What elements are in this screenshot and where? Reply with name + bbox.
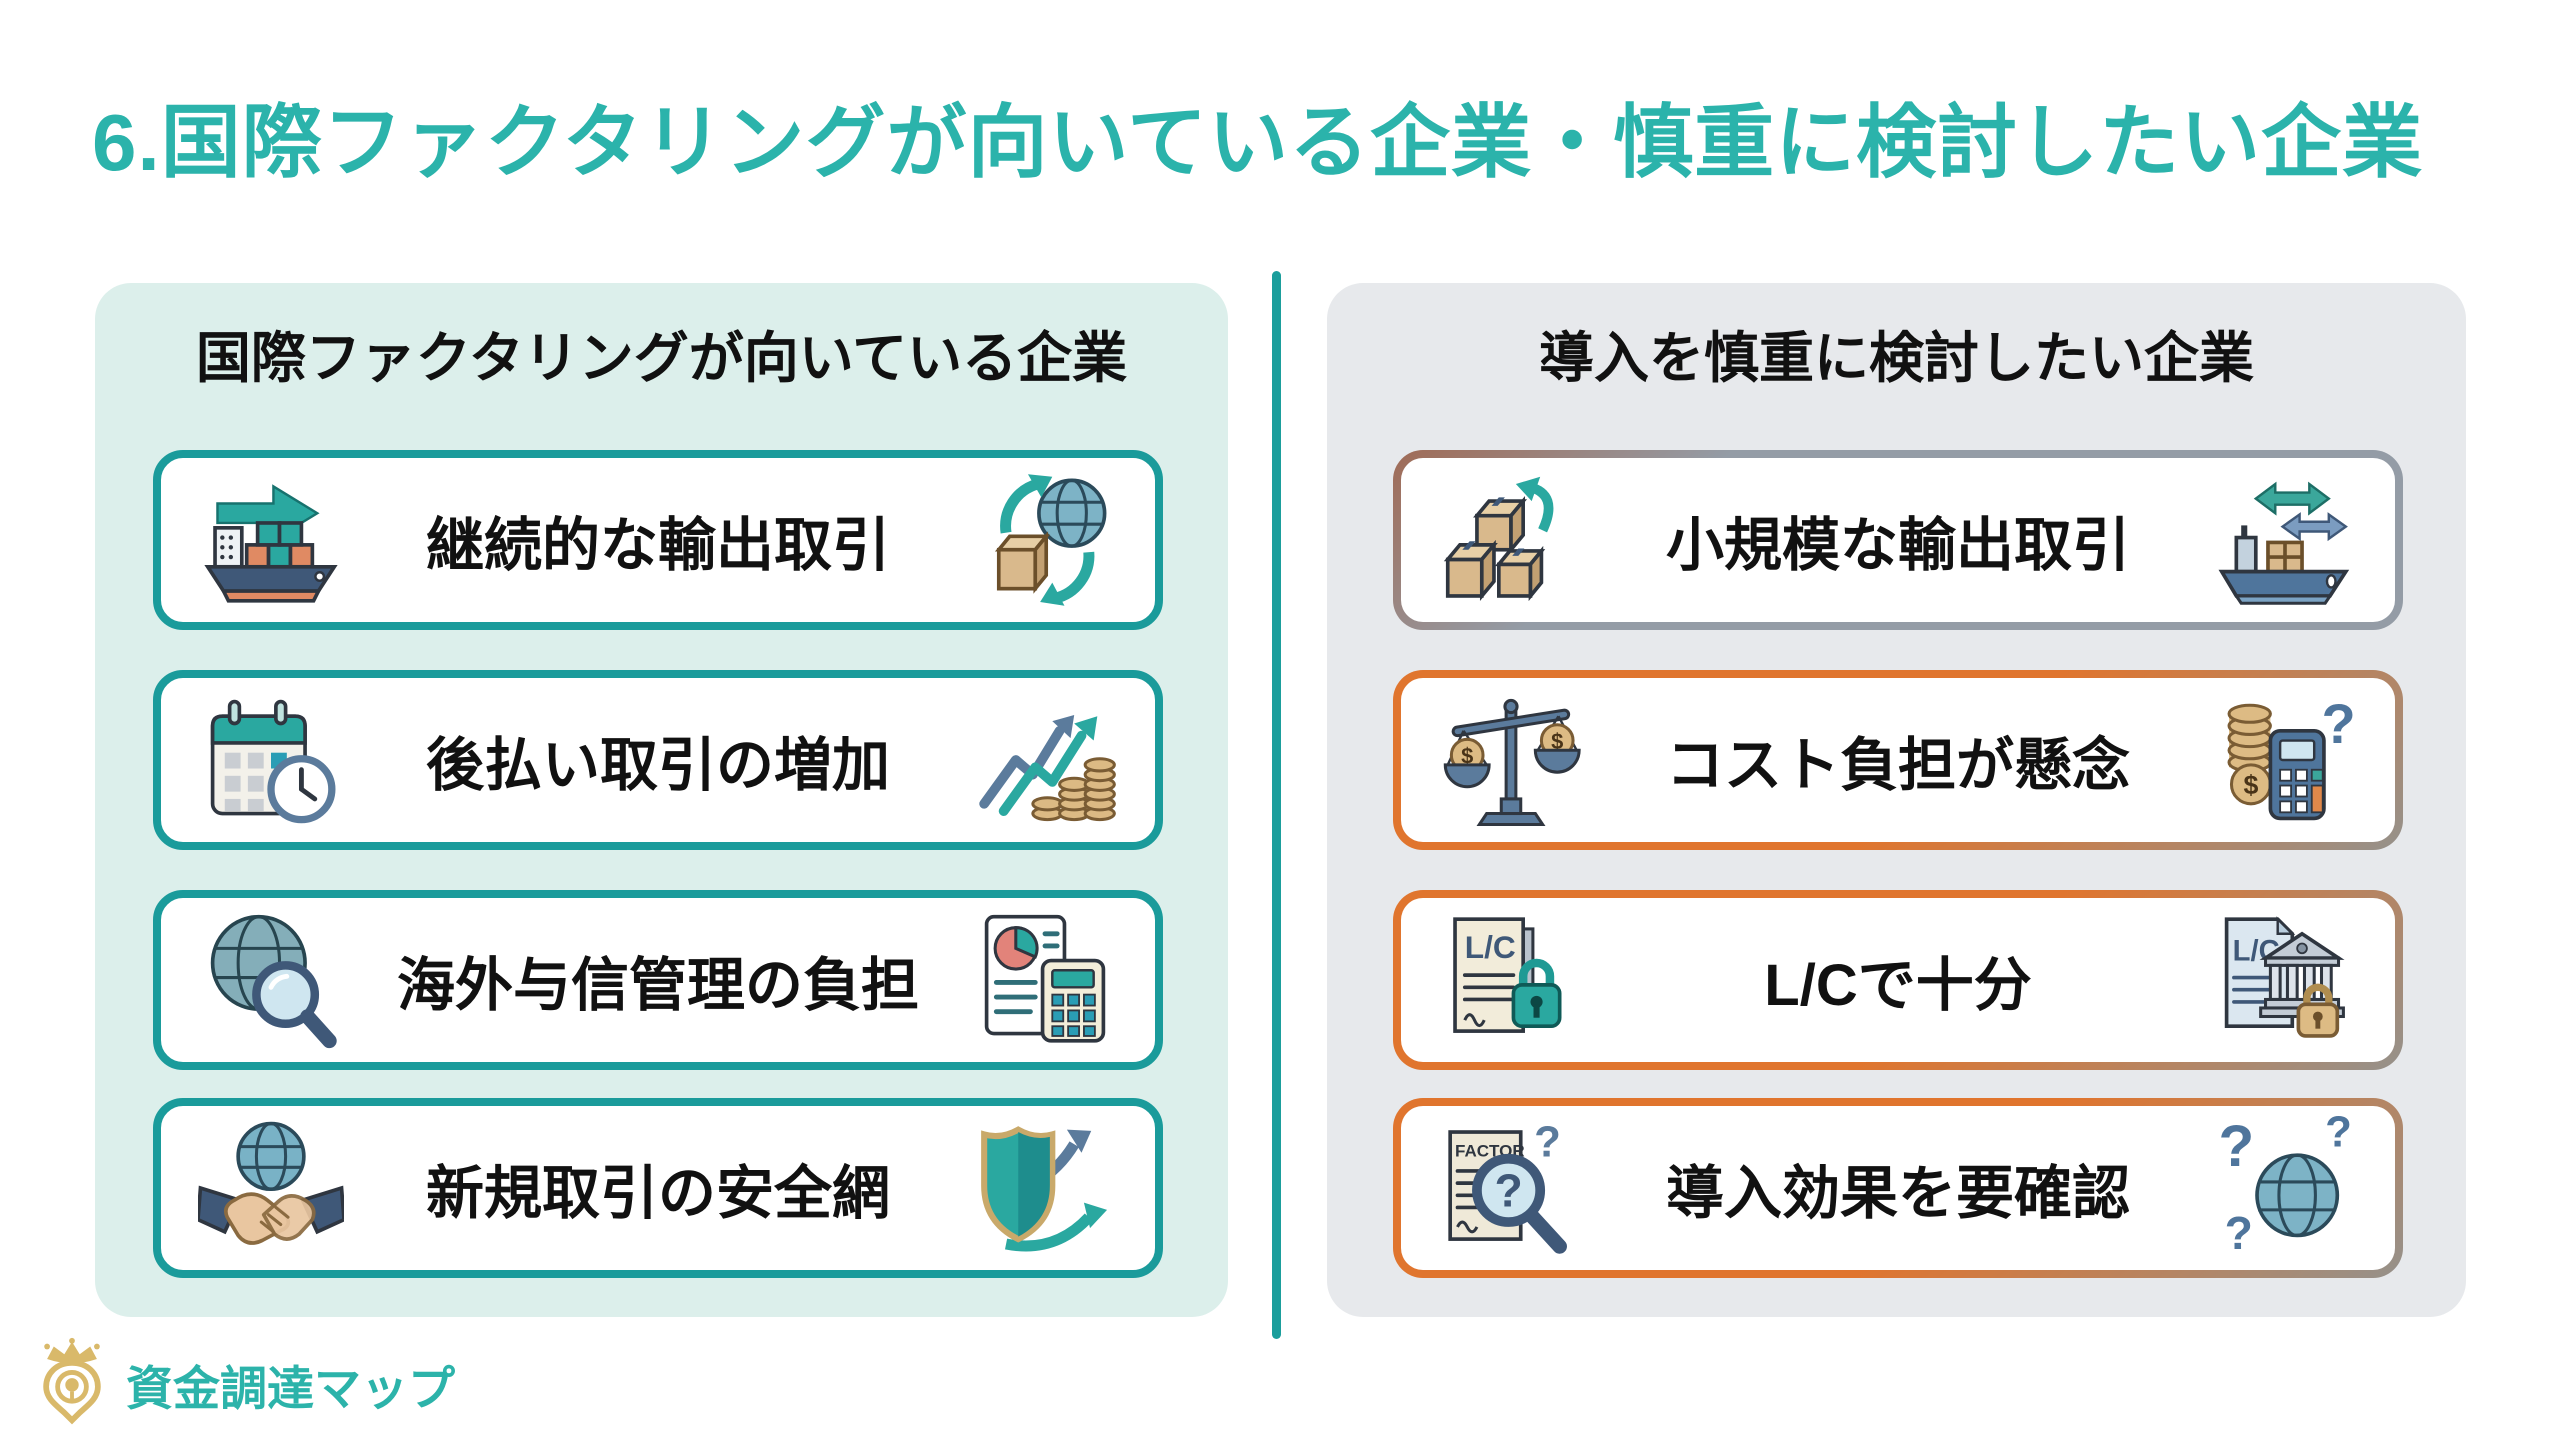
svg-text:?: ? — [2218, 1115, 2254, 1179]
ship-bidirectional-arrows-icon — [2209, 466, 2361, 614]
lc-document-lock-icon: L/C — [1435, 906, 1587, 1054]
shield-growth-icon — [969, 1114, 1121, 1262]
coins-calculator-question-icon: $ ? — [2209, 686, 2361, 834]
svg-text:$: $ — [2243, 770, 2258, 800]
card-label: L/Cで十分 — [1764, 953, 2032, 1018]
card-label: 海外与信管理の負担 — [396, 953, 919, 1018]
suitable-panel-header: 国際ファクタリングが向いている企業 — [195, 327, 1128, 389]
card-label: 導入効果を要確認 — [1665, 1161, 2130, 1226]
card-label: 小規模な輸出取引 — [1665, 513, 2130, 578]
svg-text:?: ? — [1494, 1164, 1522, 1216]
card-label: 新規取引の安全網 — [425, 1161, 890, 1226]
cargo-ship-export-icon — [195, 466, 347, 614]
card-overseas-credit: 海外与信管理の負担 — [153, 890, 1163, 1070]
svg-text:$: $ — [1461, 744, 1473, 769]
svg-text:?: ? — [2325, 1115, 2352, 1157]
balance-scale-dollar-icon: $ $ — [1435, 686, 1587, 834]
svg-text:L/C: L/C — [1465, 929, 1516, 965]
boxes-return-icon — [1435, 466, 1587, 614]
caution-panel-header: 導入を慎重に検討したい企業 — [1538, 327, 2254, 389]
report-calculator-icon — [969, 906, 1121, 1054]
page-title: 6.国際ファクタリングが向いている企業・慎重に検討したい企業 — [92, 98, 2424, 187]
globe-magnifier-icon — [195, 906, 347, 1054]
card-new-trade-safety: 新規取引の安全網 — [153, 1098, 1163, 1278]
globe-trade-cycle-icon — [969, 466, 1121, 614]
svg-text:$: $ — [1551, 729, 1563, 754]
card-label: 継続的な輸出取引 — [425, 513, 890, 578]
globe-questions-icon: ? ? ? — [2209, 1114, 2361, 1262]
card-deferred-payment: 後払い取引の増加 — [153, 670, 1163, 850]
card-continuous-export: 継続的な輸出取引 — [153, 450, 1163, 630]
factor-doc-magnifier-icon: FACTOR ? ? — [1435, 1114, 1587, 1262]
svg-text:?: ? — [1534, 1117, 1561, 1166]
svg-text:?: ? — [2321, 692, 2355, 755]
svg-text:?: ? — [2225, 1207, 2253, 1259]
card-label: 後払い取引の増加 — [425, 733, 890, 798]
handshake-globe-icon — [195, 1114, 347, 1262]
card-label: コスト負担が懸念 — [1665, 733, 2130, 798]
card-small-export: 小規模な輸出取引 — [1393, 450, 2403, 630]
brand-logo-text: 資金調達マップ — [126, 1362, 455, 1415]
card-verify-effect: FACTOR ? ? 導入効果を要確認 ? ? ? — [1393, 1098, 2403, 1278]
card-lc-sufficient: L/C L/Cで十分 L/C — [1393, 890, 2403, 1070]
brand-logo: 資金調達マップ — [26, 1336, 455, 1433]
lc-bank-lock-icon: L/C — [2209, 906, 2361, 1054]
card-cost-concern: $ $ コスト負担が懸念 $ — [1393, 670, 2403, 850]
panel-divider — [1272, 271, 1281, 1339]
crown-pin-logo-icon — [26, 1336, 118, 1433]
growth-arrows-coins-icon — [969, 686, 1121, 834]
calendar-clock-icon — [195, 686, 347, 834]
